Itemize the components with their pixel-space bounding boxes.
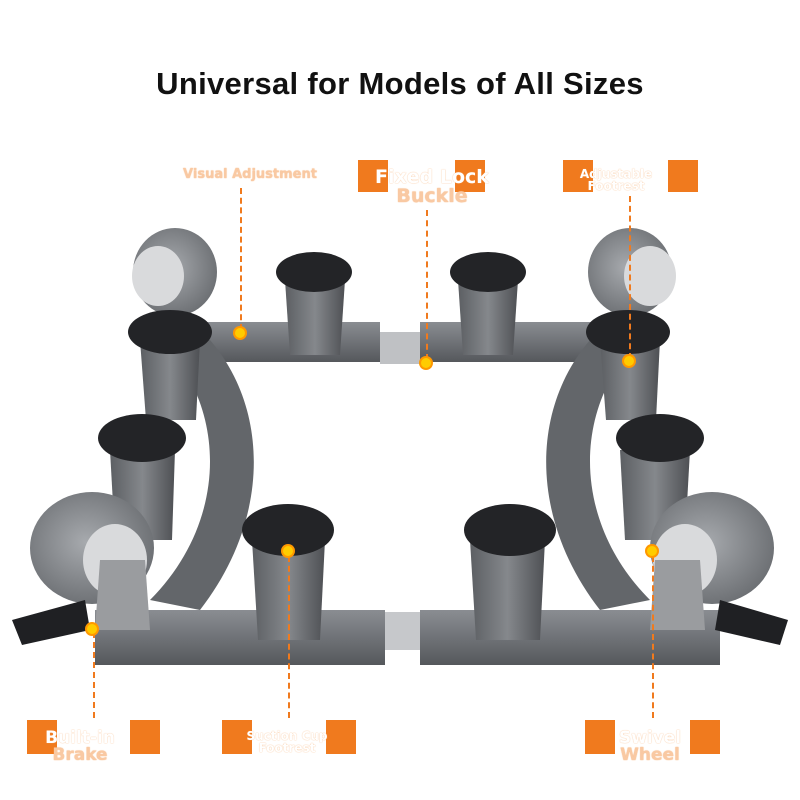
callout-tag-swivel-left	[585, 720, 615, 754]
callout-fixed-lock-line2: Buckle	[396, 185, 468, 207]
callout-line-swivel-wheel	[652, 556, 654, 718]
callout-tag-suction-right	[326, 720, 356, 754]
callout-fixed-lock-line1: Fixed Lock	[375, 166, 489, 188]
callout-suction-cup-footrest: Suction Cup Footrest	[232, 730, 342, 754]
rear-right-wheel	[588, 228, 676, 316]
callout-brake-line2: Brake	[52, 745, 108, 765]
leg-rear-center-left	[276, 252, 352, 355]
callout-line-adjustable-footrest	[629, 196, 631, 359]
marker-swivel-wheel	[647, 546, 657, 556]
leg-rear-left	[128, 310, 212, 420]
callout-adjustable-line1: Adjustable	[579, 167, 653, 181]
callout-swivel-wheel: Swivel Wheel	[600, 730, 700, 764]
marker-visual-adjustment	[235, 328, 245, 338]
callout-tag-fixed-lock-left	[358, 160, 388, 192]
marker-fixed-lock	[421, 358, 431, 368]
callout-line-built-in-brake	[93, 632, 95, 718]
front-left-wheel	[30, 492, 154, 630]
rear-frame	[200, 322, 600, 364]
callout-tag-swivel-right	[690, 720, 720, 754]
callout-swivel-line2: Wheel	[620, 745, 680, 765]
side-arms	[150, 330, 650, 610]
callout-suction-line1: Suction Cup	[246, 729, 328, 743]
marker-built-in-brake	[87, 624, 97, 634]
callout-tag-adjustable-right	[668, 160, 698, 192]
callout-line-visual-adjustment	[240, 188, 242, 330]
marker-adjustable-footrest	[624, 356, 634, 366]
callout-line-fixed-lock	[426, 210, 428, 360]
callout-built-in-brake: Built-in Brake	[30, 730, 130, 764]
rear-left-wheel	[132, 228, 217, 316]
leg-rear-right	[586, 310, 670, 420]
callout-line-suction-cup	[288, 556, 290, 718]
page-title: Universal for Models of All Sizes	[156, 66, 644, 101]
callout-visual-adjustment: Visual Adjustment	[183, 167, 317, 182]
front-right-wheel	[650, 492, 774, 630]
callout-tag-brake-left	[27, 720, 57, 754]
leg-front-center-right	[464, 504, 556, 640]
callout-tag-brake-right	[130, 720, 160, 754]
callout-fixed-lock-buckle: Fixed Lock Buckle	[362, 168, 502, 206]
brake-pedal-right	[715, 600, 788, 645]
callout-brake-line1: Built-in	[45, 728, 115, 748]
callout-tag-suction-left	[222, 720, 252, 754]
callout-tag-adjustable-left	[563, 160, 593, 192]
marker-suction-cup	[283, 546, 293, 556]
brake-pedal-left	[12, 600, 90, 645]
leg-rear-center-right	[450, 252, 526, 355]
front-frame	[95, 610, 720, 665]
callout-adjustable-line2: Footrest	[587, 179, 645, 193]
callout-suction-line2: Footrest	[258, 741, 316, 755]
callout-swivel-line1: Swivel	[618, 728, 682, 748]
callout-tag-fixed-lock-right	[455, 160, 485, 192]
callout-adjustable-footrest: Adjustable Footrest	[566, 168, 666, 192]
